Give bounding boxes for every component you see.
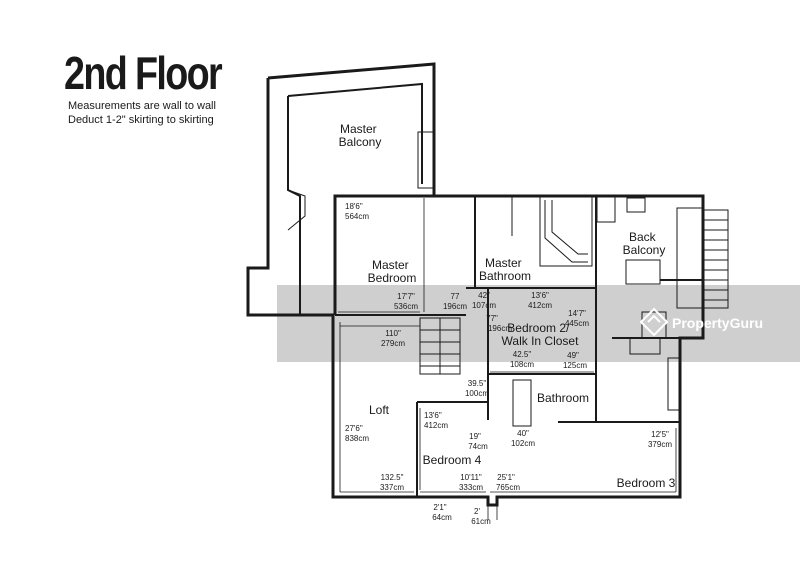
dim-label: 2'1"64cm <box>432 503 452 522</box>
note-measurements: Measurements are wall to wall <box>68 100 216 112</box>
propertyguru-logo-icon <box>639 307 669 337</box>
room-master-bedroom: Master Bedroom <box>368 258 417 285</box>
back-stairs <box>703 209 729 309</box>
dim-label: 18'6"564cm <box>345 202 369 221</box>
dim-label: 42"107cm <box>472 291 496 310</box>
dim-label: 25'1"765cm <box>496 473 520 492</box>
dim-label: 13'6"412cm <box>528 291 552 310</box>
watermark: PropertyGuru <box>639 307 763 337</box>
page-title: 2nd Floor <box>64 47 223 99</box>
room-bedroom-4: Bedroom 4 <box>423 453 482 467</box>
dim-label: 77"196cm <box>486 314 512 333</box>
room-bathroom: Bathroom <box>537 391 589 405</box>
dim-label: 39.5"100cm <box>465 379 489 398</box>
note-skirting: Deduct 1-2" skirting to skirting <box>68 114 214 126</box>
watermark-text: PropertyGuru <box>672 315 763 331</box>
dim-label: 27'6"838cm <box>345 424 369 443</box>
dim-label: 2'61cm <box>471 507 491 526</box>
fixtures <box>287 131 704 427</box>
room-bedroom-3: Bedroom 3 <box>617 476 676 490</box>
dim-label: 17'7"536cm <box>394 292 418 311</box>
dim-label: 42.5"108cm <box>510 350 534 369</box>
dim-label: 12'5"379cm <box>648 430 672 449</box>
dim-label: 10'11"333cm <box>459 473 483 492</box>
dim-label: 19"74cm <box>468 432 488 451</box>
dim-label: 14'7"445cm <box>565 309 589 328</box>
dim-label: 49"125cm <box>563 351 587 370</box>
watermark-band <box>277 285 800 362</box>
room-bedroom-2: Bedroom 2/ Walk In Closet <box>502 321 580 348</box>
dim-label: 110"279cm <box>381 329 405 348</box>
room-loft: Loft <box>369 403 390 417</box>
room-master-balcony: Master Balcony <box>339 122 382 149</box>
interior-walls <box>287 82 703 497</box>
room-back-balcony: Back Balcony <box>623 230 666 257</box>
dim-label: 132.5"337cm <box>380 473 404 492</box>
dimension-lines <box>338 198 677 520</box>
dim-label: 13'6"412cm <box>424 411 448 430</box>
room-master-bathroom: Master Bathroom <box>479 256 531 283</box>
dim-label: 40"102cm <box>511 429 535 448</box>
